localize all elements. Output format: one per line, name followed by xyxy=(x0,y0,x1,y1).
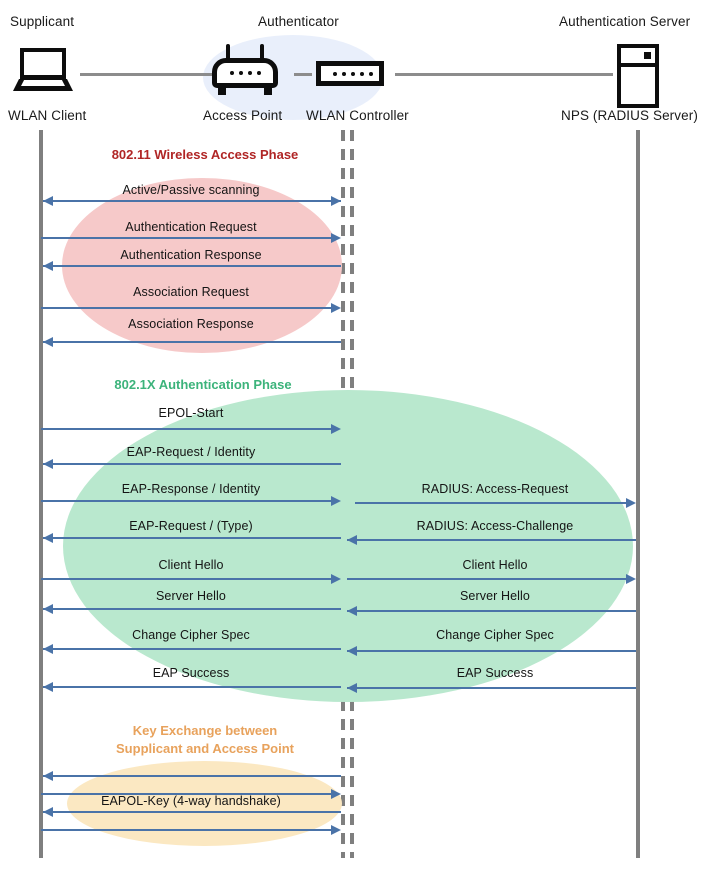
actor-role-authentication-server: Authentication Server xyxy=(559,14,691,29)
phase-title-key-exchange-line1: Key Exchange between xyxy=(132,723,278,738)
arrow-left-icon xyxy=(347,535,357,545)
message-label: RADIUS: Access-Challenge xyxy=(416,519,574,533)
message-label: EAP-Request / (Type) xyxy=(129,519,253,533)
arrow-left-icon xyxy=(43,682,53,692)
phase-title-dot1x-authentication: 802.1X Authentication Phase xyxy=(114,377,292,392)
message-line xyxy=(355,502,628,504)
actor-role-authenticator: Authenticator xyxy=(258,14,339,29)
arrow-left-icon xyxy=(43,771,53,781)
message-label: Authentication Request xyxy=(125,220,257,234)
arrow-left-icon xyxy=(43,644,53,654)
message-label: Change Cipher Spec xyxy=(436,628,554,642)
message-line xyxy=(347,687,636,689)
message-label: EAP Success xyxy=(456,666,534,680)
message-line xyxy=(347,610,636,612)
link-controller-to-server xyxy=(395,73,613,76)
arrow-left-icon xyxy=(347,646,357,656)
message-line xyxy=(41,500,333,502)
message-label: Change Cipher Spec xyxy=(132,628,250,642)
arrow-right-icon xyxy=(331,424,341,434)
arrow-right-icon xyxy=(331,496,341,506)
message-line xyxy=(43,608,341,610)
wlan-controller-icon xyxy=(316,61,384,86)
message-line xyxy=(347,578,628,580)
message-label: EAP-Response / Identity xyxy=(121,482,261,496)
message-line xyxy=(43,775,341,777)
message-label: Active/Passive scanning xyxy=(122,183,260,197)
message-label: RADIUS: Access-Request xyxy=(421,482,569,496)
wireless-access-point-icon xyxy=(212,44,278,96)
arrow-right-icon xyxy=(331,789,341,799)
arrow-right-icon xyxy=(331,574,341,584)
message-label: Client Hello xyxy=(462,558,528,572)
actor-caption-nps-radius-server: NPS (RADIUS Server) xyxy=(561,108,698,123)
arrow-right-icon xyxy=(331,825,341,835)
message-label: Server Hello xyxy=(460,589,530,603)
arrow-left-icon xyxy=(43,261,53,271)
message-line xyxy=(43,648,341,650)
message-line xyxy=(41,578,333,580)
message-label: Server Hello xyxy=(156,589,226,603)
message-line xyxy=(41,829,333,831)
arrow-right-icon xyxy=(626,498,636,508)
arrow-left-icon xyxy=(347,683,357,693)
phase-title-key-exchange-line2: Supplicant and Access Point xyxy=(116,741,294,756)
message-line xyxy=(41,237,333,239)
arrow-left-icon xyxy=(43,807,53,817)
message-line xyxy=(43,463,341,465)
actor-caption-wlan-controller: WLAN Controller xyxy=(306,108,409,123)
message-line xyxy=(43,686,341,688)
arrow-left-icon xyxy=(43,337,53,347)
arrow-left-icon xyxy=(43,533,53,543)
lifeline-supplicant xyxy=(39,130,43,858)
arrow-right-icon xyxy=(331,233,341,243)
message-line xyxy=(43,537,341,539)
message-line xyxy=(41,428,333,430)
message-label: EAP Success xyxy=(152,666,230,680)
link-ap-to-controller xyxy=(294,73,312,76)
message-label: Authentication Response xyxy=(120,248,262,262)
arrow-right-icon xyxy=(626,574,636,584)
arrow-left-icon xyxy=(43,196,53,206)
actor-caption-access-point: Access Point xyxy=(203,108,283,123)
arrow-left-icon xyxy=(347,606,357,616)
arrow-left-icon xyxy=(43,459,53,469)
arrow-right-icon xyxy=(331,303,341,313)
message-line xyxy=(347,650,636,652)
message-line xyxy=(43,265,341,267)
message-line xyxy=(43,341,341,343)
message-line xyxy=(347,539,636,541)
arrow-left-icon xyxy=(43,604,53,614)
message-label-eapol-key: EAPOL-Key (4-way handshake) xyxy=(101,794,281,808)
arrow-right-icon xyxy=(331,196,341,206)
message-line xyxy=(43,811,341,813)
actor-role-supplicant: Supplicant xyxy=(10,14,75,29)
message-label: Association Response xyxy=(128,317,254,331)
message-line xyxy=(43,200,341,202)
message-line xyxy=(41,793,333,795)
phase-title-wireless-access: 802.11 Wireless Access Phase xyxy=(111,147,299,162)
message-line xyxy=(41,307,333,309)
actor-caption-wlan-client: WLAN Client xyxy=(8,108,87,123)
message-label: EAP-Request / Identity xyxy=(126,445,256,459)
laptop-icon xyxy=(13,48,73,92)
link-client-to-ap xyxy=(80,73,212,76)
lifeline-authentication-server xyxy=(636,130,640,858)
message-label: Association Request xyxy=(133,285,249,299)
message-label: EPOL-Start xyxy=(158,406,224,420)
message-label: Client Hello xyxy=(158,558,224,572)
server-icon xyxy=(617,44,659,108)
